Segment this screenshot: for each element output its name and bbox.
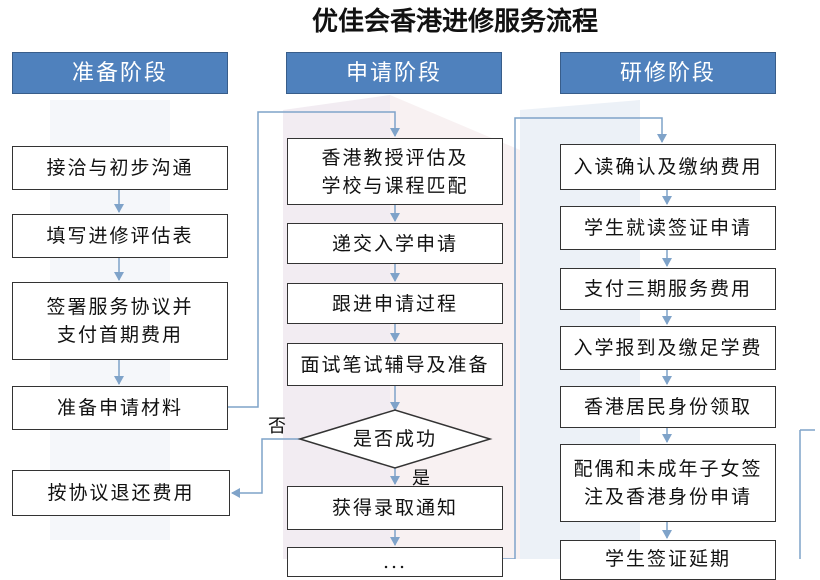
header-prep-stage: 准备阶段: [12, 52, 228, 94]
flow-connectors: [114, 111, 815, 559]
step-student-visa: 学生就读签证申请: [560, 206, 776, 250]
step-hk-identity: 香港居民身份领取: [560, 386, 776, 428]
step-dependent-visa: 配偶和未成年子女签 注及香港身份申请: [560, 444, 776, 522]
page-title: 优佳会香港进修服务流程: [311, 7, 598, 37]
step-enrollment-confirmation: 入读确认及缴纳费用: [560, 144, 776, 190]
decision-label: 是否成功: [352, 428, 437, 450]
step-professor-evaluation: 香港教授评估及 学校与课程匹配: [287, 138, 503, 205]
header-study-stage: 研修阶段: [560, 52, 776, 94]
step-refund-fees: 按协议退还费用: [12, 470, 230, 516]
step-fill-evaluation-form: 填写进修评估表: [12, 214, 228, 258]
step-registration-tuition: 入学报到及缴足学费: [560, 326, 776, 370]
step-follow-up-application: 跟进申请过程: [287, 283, 503, 324]
step-prepare-materials: 准备申请材料: [12, 386, 228, 430]
step-next-partial: ...: [287, 547, 503, 577]
step-submit-application: 递交入学申请: [287, 223, 503, 264]
decision-yes-label: 是: [412, 468, 430, 489]
step-third-payment: 支付三期服务费用: [560, 268, 776, 310]
step-receive-offer: 获得录取通知: [287, 486, 503, 530]
step-visa-extension: 学生签证延期: [560, 540, 776, 580]
decision-diamond: [297, 409, 493, 469]
header-apply-stage: 申请阶段: [286, 52, 502, 94]
decision-no-label: 否: [268, 416, 286, 437]
step-interview-prep: 面试笔试辅导及准备: [287, 343, 503, 386]
step-sign-agreement: 签署服务协议并 支付首期费用: [12, 282, 228, 360]
step-initial-contact: 接洽与初步沟通: [12, 146, 228, 190]
